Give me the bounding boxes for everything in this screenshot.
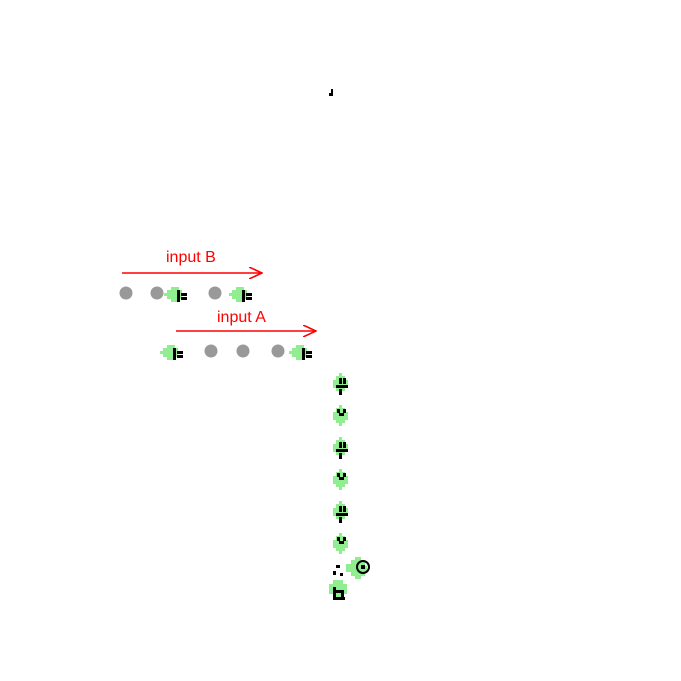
reflector-icon [346, 557, 370, 579]
signal-dot-icon [208, 286, 222, 300]
signal-dot-icon [119, 286, 133, 300]
signal-dot-icon [150, 286, 164, 300]
glider-gun-icon [160, 345, 183, 360]
stray-cell [329, 89, 333, 96]
glider-gun-icon [289, 345, 312, 360]
signal-dot-icon [204, 344, 218, 358]
glider-gun-icon [229, 287, 252, 302]
glider-gun-icon [333, 501, 348, 523]
stray-cells [333, 565, 343, 576]
input-b-label: input B [166, 249, 216, 266]
glider-gun-icon [333, 405, 348, 426]
glider-gun-icon [333, 533, 348, 554]
glider-gun-icon [164, 287, 187, 302]
glider-gun-icon [333, 437, 348, 459]
signal-dot-icon [271, 344, 285, 358]
glider-gun-icon [333, 469, 348, 490]
eater-icon [329, 580, 347, 600]
input-a-label: input A [217, 309, 266, 326]
glider-gun-icon [333, 373, 348, 395]
signal-dot-icon [236, 344, 250, 358]
